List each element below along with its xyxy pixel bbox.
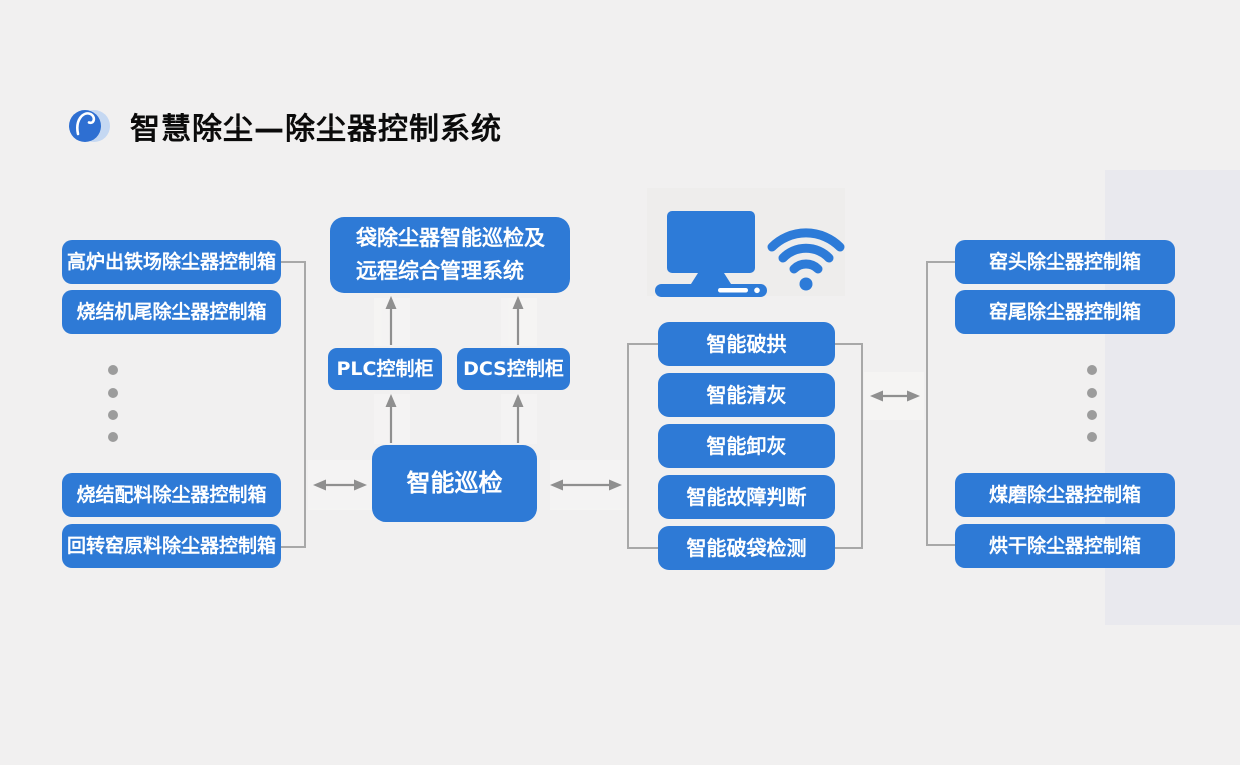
header: 智慧除尘—除尘器控制系统 bbox=[66, 100, 502, 152]
management-system-line2: 远程综合管理系统 bbox=[356, 259, 524, 283]
right-box-kiln-tail: 窑尾除尘器控制箱 bbox=[955, 290, 1175, 334]
network-icon-card bbox=[647, 188, 845, 296]
right-box-coal-mill: 煤磨除尘器控制箱 bbox=[955, 473, 1175, 517]
function-box-ash-cleaning: 智能清灰 bbox=[658, 373, 835, 417]
plc-cabinet-box: PLC控制柜 bbox=[328, 348, 442, 390]
function-box-arch-breaking: 智能破拱 bbox=[658, 322, 835, 366]
right-box-kiln-head: 窑头除尘器控制箱 bbox=[955, 240, 1175, 284]
left-box-rotary-kiln-raw: 回转窑原料除尘器控制箱 bbox=[62, 524, 281, 568]
function-box-fault-diagnosis: 智能故障判断 bbox=[658, 475, 835, 519]
function-box-bag-break-detection: 智能破袋检测 bbox=[658, 526, 835, 570]
smart-inspection-box: 智能巡检 bbox=[372, 445, 537, 522]
left-box-sinter-batching: 烧结配料除尘器控制箱 bbox=[62, 473, 281, 517]
right-box-drying: 烘干除尘器控制箱 bbox=[955, 524, 1175, 568]
page-title: 智慧除尘—除尘器控制系统 bbox=[130, 112, 502, 147]
dcs-cabinet-box: DCS控制柜 bbox=[457, 348, 570, 390]
left-box-sinter-tail: 烧结机尾除尘器控制箱 bbox=[62, 290, 281, 334]
management-system-box: 袋除尘器智能巡检及 远程综合管理系统 bbox=[330, 217, 570, 293]
management-system-line1: 袋除尘器智能巡检及 bbox=[356, 226, 545, 251]
left-box-blast-furnace: 高炉出铁场除尘器控制箱 bbox=[62, 240, 281, 284]
function-box-ash-unloading: 智能卸灰 bbox=[658, 424, 835, 468]
swirl-logo-icon bbox=[69, 110, 110, 142]
